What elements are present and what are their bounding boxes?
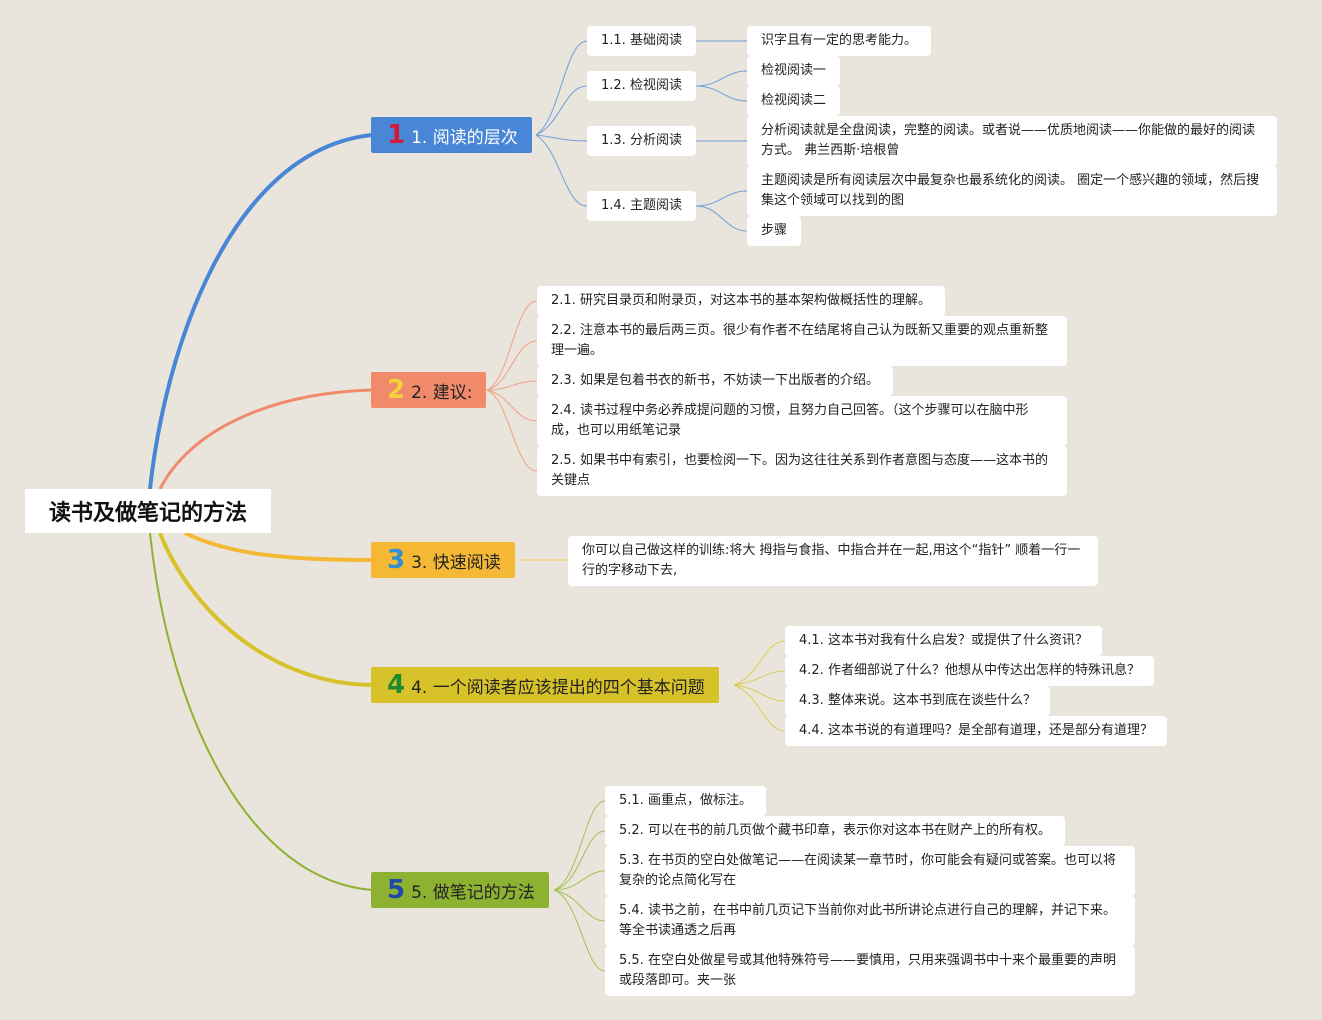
connector-root-b4	[158, 532, 373, 687]
topic-2-2[interactable]: 2.2. 注意本书的最后两三页。很少有作者不在结尾将自己认为既新又重要的观点重新…	[537, 316, 1067, 366]
leaf-1-4-2[interactable]: 步骤	[747, 216, 802, 246]
branch-5-note-taking[interactable]: 5 5. 做笔记的方法	[371, 872, 549, 908]
topic-1-4[interactable]: 1.4. 主题阅读	[587, 191, 696, 221]
topic-1-3[interactable]: 1.3. 分析阅读	[587, 126, 696, 156]
connectors-b4	[733, 640, 786, 732]
branch-3-speed-reading[interactable]: 3 3. 快速阅读	[371, 542, 515, 578]
topic-4-4[interactable]: 4.4. 这本书说的有道理吗？是全部有道理，还是部分有道理？	[785, 716, 1167, 746]
connector-root-b3	[184, 531, 373, 562]
topic-3-1[interactable]: 你可以自己做这样的训练:将大 拇指与食指、中指合并在一起,用这个“指针” 顺着一…	[568, 536, 1098, 586]
topic-2-4[interactable]: 2.4. 读书过程中务必养成提问题的习惯，且努力自己回答。（这个步骤可以在脑中形…	[537, 396, 1067, 446]
branch-number-4: 4	[387, 670, 406, 700]
branch-1-reading-levels[interactable]: 1 1. 阅读的层次	[371, 117, 532, 153]
branch-number-2: 2	[387, 375, 406, 405]
leaf-1-4-1[interactable]: 主题阅读是所有阅读层次中最复杂也最系统化的阅读。 圈定一个感兴趣的领域，然后搜集…	[747, 166, 1277, 216]
topic-5-1[interactable]: 5.1. 画重点，做标注。	[605, 786, 766, 816]
branch-label: 2. 建议:	[411, 382, 473, 403]
connectors-b1	[535, 40, 748, 232]
topic-1-1[interactable]: 1.1. 基础阅读	[587, 26, 696, 56]
leaf-1-2-1[interactable]: 检视阅读一	[747, 56, 841, 86]
branch-number-1: 1	[387, 120, 406, 150]
topic-4-1[interactable]: 4.1. 这本书对我有什么启发？或提供了什么资讯？	[785, 626, 1102, 656]
topic-5-4[interactable]: 5.4. 读书之前，在书中前几页记下当前你对此书所讲论点进行自己的理解，并记下来…	[605, 896, 1135, 946]
topic-2-5[interactable]: 2.5. 如果书中有索引，也要检阅一下。因为这往往关系到作者意图与态度——这本书…	[537, 446, 1067, 496]
root-topic[interactable]: 读书及做笔记的方法	[25, 489, 271, 533]
connector-root-b5	[149, 532, 373, 891]
topic-5-5[interactable]: 5.5. 在空白处做星号或其他特殊符号——要慎用，只用来强调书中十来个最重要的声…	[605, 946, 1135, 996]
branch-label: 3. 快速阅读	[411, 552, 501, 573]
connector-root-b1	[148, 133, 373, 490]
topic-2-1[interactable]: 2.1. 研究目录页和附录页，对这本书的基本架构做概括性的理解。	[537, 286, 945, 316]
branch-2-suggestions[interactable]: 2 2. 建议:	[371, 372, 487, 408]
branch-label: 4. 一个阅读者应该提出的四个基本问题	[411, 677, 705, 698]
topic-2-3[interactable]: 2.3. 如果是包着书衣的新书，不妨读一下出版者的介绍。	[537, 366, 893, 396]
connectors-b5	[553, 800, 606, 972]
leaf-1-1-1[interactable]: 识字且有一定的思考能力。	[747, 26, 932, 56]
branch-number-5: 5	[387, 875, 406, 905]
branch-4-four-questions[interactable]: 4 4. 一个阅读者应该提出的四个基本问题	[371, 667, 719, 703]
connectors-b2	[486, 300, 538, 472]
topic-5-2[interactable]: 5.2. 可以在书的前几页做个藏书印章，表示你对这本书在财产上的所有权。	[605, 816, 1065, 846]
branch-number-3: 3	[387, 545, 406, 575]
connector-root-b2	[158, 388, 373, 490]
topic-5-3[interactable]: 5.3. 在书页的空白处做笔记——在阅读某一章节时，你可能会有疑问或答案。也可以…	[605, 846, 1135, 896]
leaf-1-2-2[interactable]: 检视阅读二	[747, 86, 841, 116]
topic-4-2[interactable]: 4.2. 作者细部说了什么？他想从中传达出怎样的特殊讯息？	[785, 656, 1154, 686]
leaf-1-3-1[interactable]: 分析阅读就是全盘阅读，完整的阅读。或者说——优质地阅读——你能做的最好的阅读方式…	[747, 116, 1277, 166]
topic-1-2[interactable]: 1.2. 检视阅读	[587, 71, 696, 101]
branch-label: 1. 阅读的层次	[411, 127, 518, 148]
branch-label: 5. 做笔记的方法	[411, 882, 535, 903]
topic-4-3[interactable]: 4.3. 整体来说。这本书到底在谈些什么？	[785, 686, 1050, 716]
